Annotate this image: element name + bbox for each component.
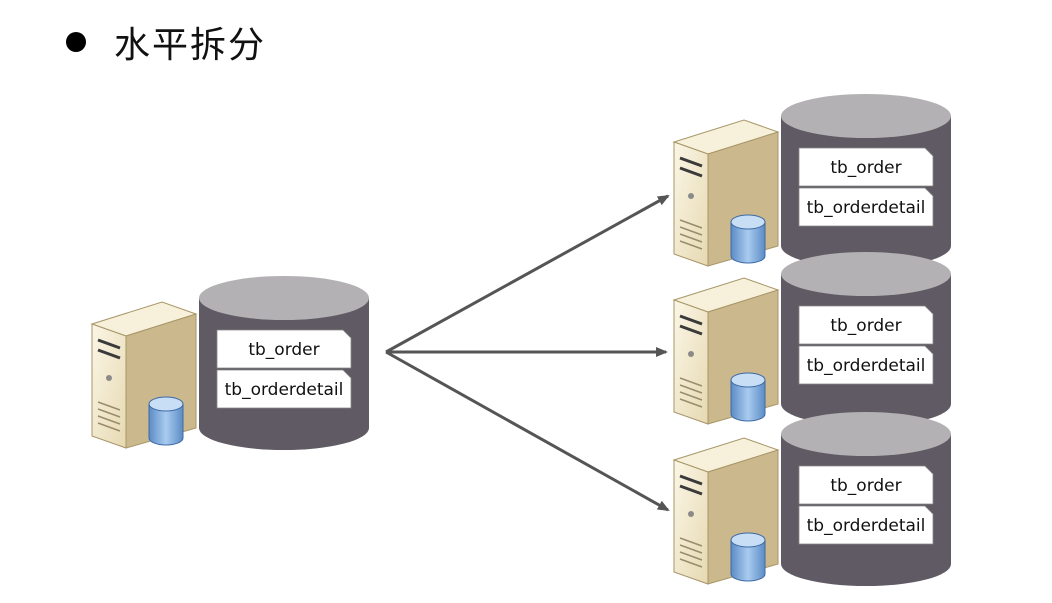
table-label-orderdetail: tb_orderdetail <box>807 198 926 218</box>
small-database-icon <box>730 214 766 264</box>
table-card: tb_orderdetail <box>798 505 934 545</box>
arrow-to-shard-1 <box>385 194 670 354</box>
table-label-order: tb_order <box>248 340 319 360</box>
small-database-icon <box>730 532 766 582</box>
table-card: tb_order <box>798 465 934 505</box>
small-database-icon <box>730 372 766 422</box>
table-label-order: tb_order <box>830 476 901 496</box>
server-icon <box>90 301 198 449</box>
table-card: tb_order <box>216 329 352 369</box>
table-card: tb_order <box>798 305 934 345</box>
table-card: tb_orderdetail <box>798 345 934 385</box>
table-label-orderdetail: tb_orderdetail <box>807 356 926 376</box>
shard-db-node-2: tb_order tb_orderdetail <box>672 252 951 426</box>
arrows <box>385 194 670 512</box>
table-card: tb_orderdetail <box>216 369 352 409</box>
source-db-node: tb_order tb_orderdetail <box>90 276 369 450</box>
table-label-order: tb_order <box>830 316 901 336</box>
small-database-icon <box>148 396 184 446</box>
shard-db-node-3: tb_order tb_orderdetail <box>672 412 951 586</box>
table-card: tb_orderdetail <box>798 187 934 227</box>
arrow-to-shard-3 <box>385 350 670 512</box>
bullet-icon <box>66 32 86 52</box>
table-card: tb_order <box>798 147 934 187</box>
table-label-orderdetail: tb_orderdetail <box>807 516 926 536</box>
title-row: 水平拆分 <box>66 14 266 70</box>
shard-db-node-1: tb_order tb_orderdetail <box>672 94 951 268</box>
table-label-order: tb_order <box>830 158 901 178</box>
slide-title: 水平拆分 <box>114 25 267 66</box>
table-label-orderdetail: tb_orderdetail <box>225 380 344 400</box>
